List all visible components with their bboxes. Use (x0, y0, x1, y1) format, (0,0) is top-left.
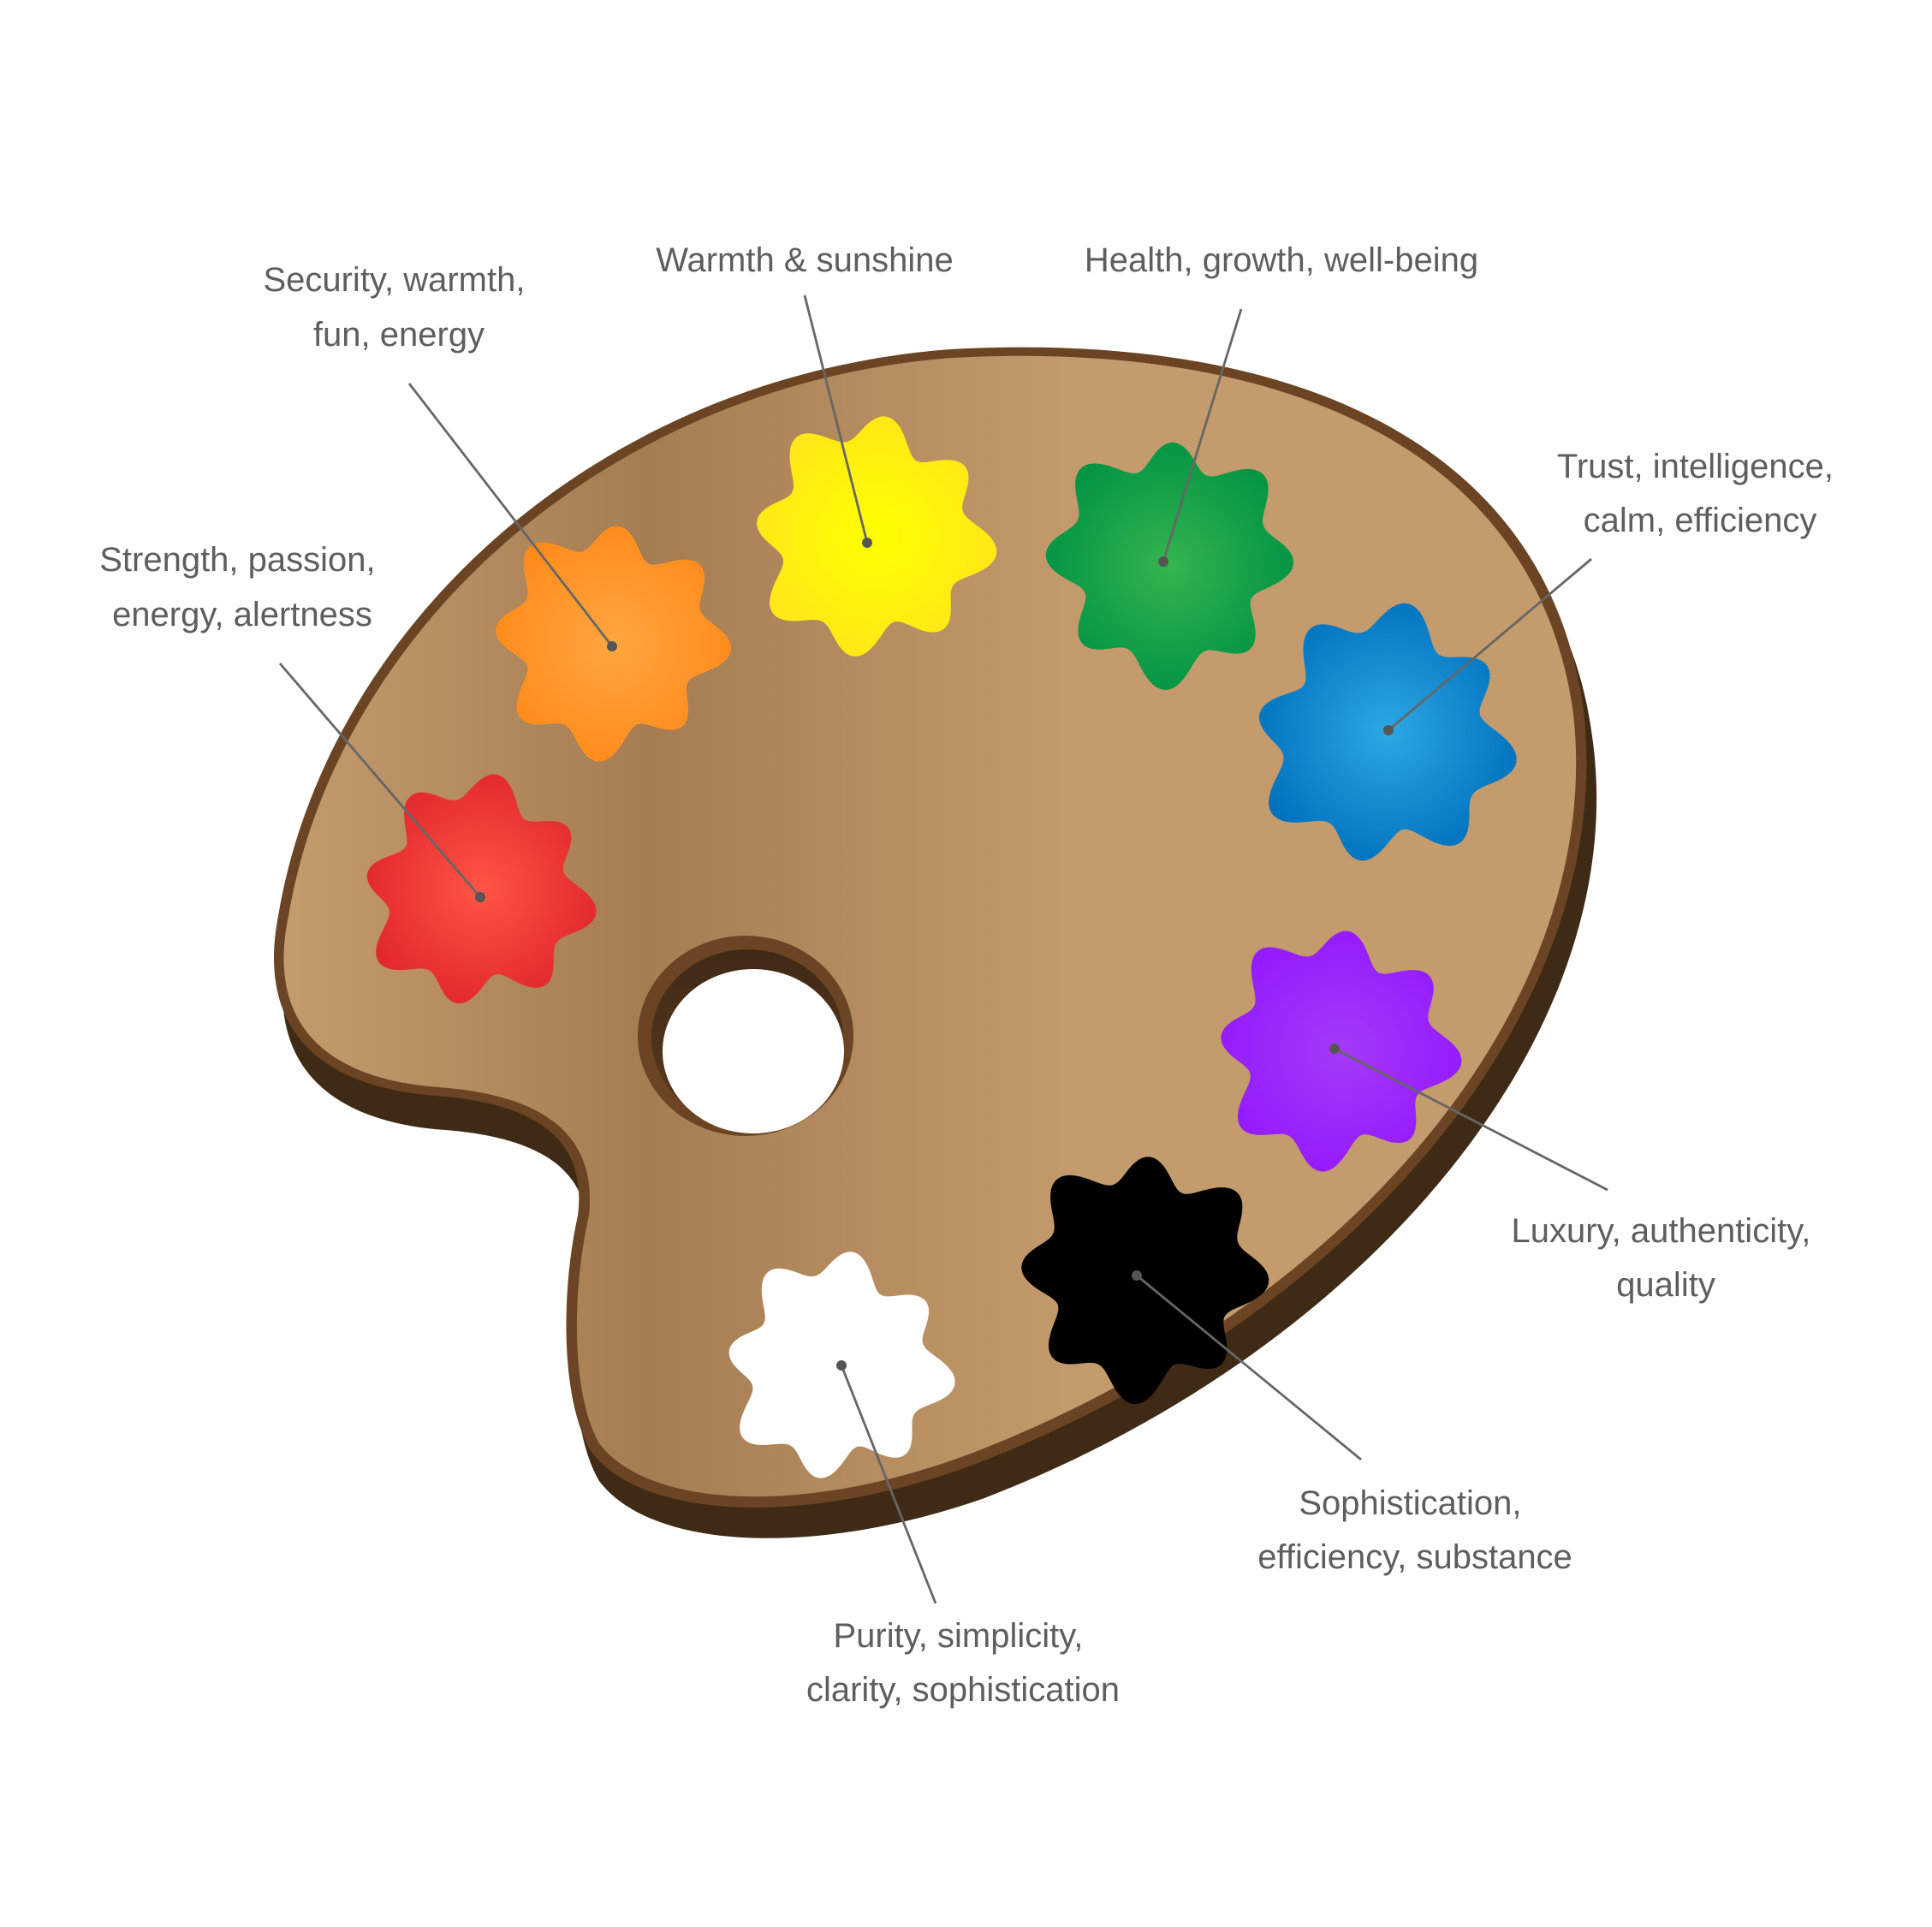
label-purple-line-2: quality (1616, 1266, 1715, 1304)
label-black-line-2: efficiency, substance (1257, 1538, 1572, 1576)
label-black-line-1: Sophistication, (1299, 1484, 1521, 1522)
leader-dot-black (1132, 1270, 1142, 1281)
label-orange-line-1: Security, warmth, (263, 261, 525, 299)
label-purple: Luxury, authenticity, quality (1512, 1212, 1821, 1304)
label-white: Purity, simplicity, clarity, sophisticat… (806, 1617, 1120, 1709)
paint-blob-yellow (757, 416, 997, 657)
leader-line-red (278, 663, 482, 898)
label-green: Health, growth, well-being (1085, 241, 1478, 279)
leader-line-yellow (803, 294, 869, 544)
label-red-line-2: energy, alertness (112, 596, 372, 633)
leader-dot-blue (1383, 725, 1394, 735)
leader-dot-red (475, 892, 485, 902)
label-white-line-2: clarity, sophistication (806, 1671, 1120, 1709)
label-blue: Trust, intelligence, calm, efficiency (1557, 448, 1843, 539)
leader-line-white (840, 1365, 937, 1604)
leader-line-orange (407, 383, 614, 647)
label-yellow: Warmth & sunshine (656, 241, 954, 279)
labels: Strength, passion, energy, alertness Sec… (99, 241, 1843, 1709)
leader-line-blue (1388, 557, 1592, 732)
label-white-line-1: Purity, simplicity, (834, 1617, 1084, 1655)
label-purple-line-1: Luxury, authenticity, (1512, 1212, 1811, 1250)
leader-dot-green (1158, 556, 1168, 567)
leader-lines (278, 294, 1608, 1604)
label-blue-line-1: Trust, intelligence, (1557, 448, 1834, 485)
leader-dot-purple (1329, 1044, 1340, 1054)
label-blue-line-2: calm, efficiency (1584, 502, 1817, 539)
label-red: Strength, passion, energy, alertness (99, 541, 385, 633)
label-orange: Security, warmth, fun, energy (263, 261, 534, 354)
paint-blob-black (1021, 1157, 1269, 1405)
leader-line-black (1136, 1274, 1362, 1461)
leader-dot-yellow (862, 538, 872, 548)
label-black: Sophistication, efficiency, substance (1257, 1484, 1572, 1576)
leader-dot-white (836, 1360, 847, 1371)
leader-line-purple (1334, 1047, 1608, 1192)
label-red-line-1: Strength, passion, (99, 541, 375, 579)
label-green-line-1: Health, growth, well-being (1085, 241, 1478, 279)
label-yellow-line-1: Warmth & sunshine (656, 241, 954, 279)
thumb-hole (663, 969, 844, 1133)
leader-line-green (1162, 308, 1243, 562)
leader-dot-orange (607, 641, 617, 651)
label-orange-line-2: fun, energy (313, 316, 484, 354)
paint-blob-green (1045, 442, 1293, 690)
